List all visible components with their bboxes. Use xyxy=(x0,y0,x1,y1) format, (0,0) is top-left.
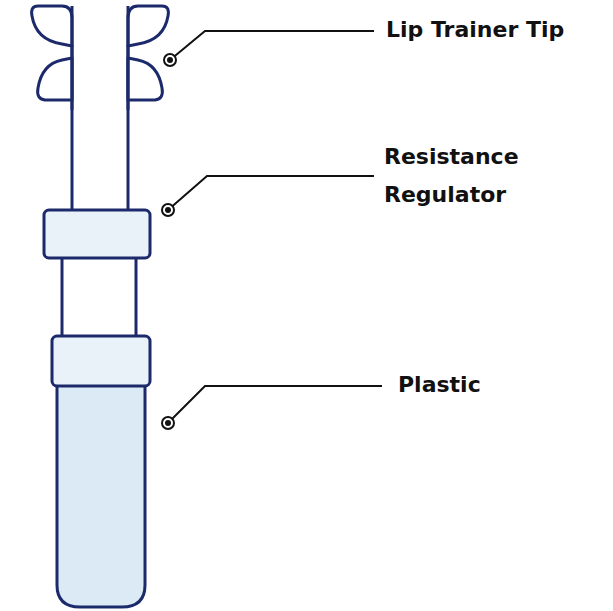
regulator-ring xyxy=(52,336,150,386)
part-label: Resistance Regulator xyxy=(384,138,574,214)
leader-line xyxy=(168,31,382,423)
regulator-ring xyxy=(44,210,150,258)
tube-wall xyxy=(135,255,138,338)
part-label: Plastic xyxy=(398,366,598,404)
plastic-body xyxy=(57,385,145,607)
part-label: Lip Trainer Tip xyxy=(386,11,608,49)
tube-wall xyxy=(61,255,64,338)
lip-tip xyxy=(128,6,168,110)
lip-tip xyxy=(32,6,72,110)
leader-dot xyxy=(162,54,176,429)
